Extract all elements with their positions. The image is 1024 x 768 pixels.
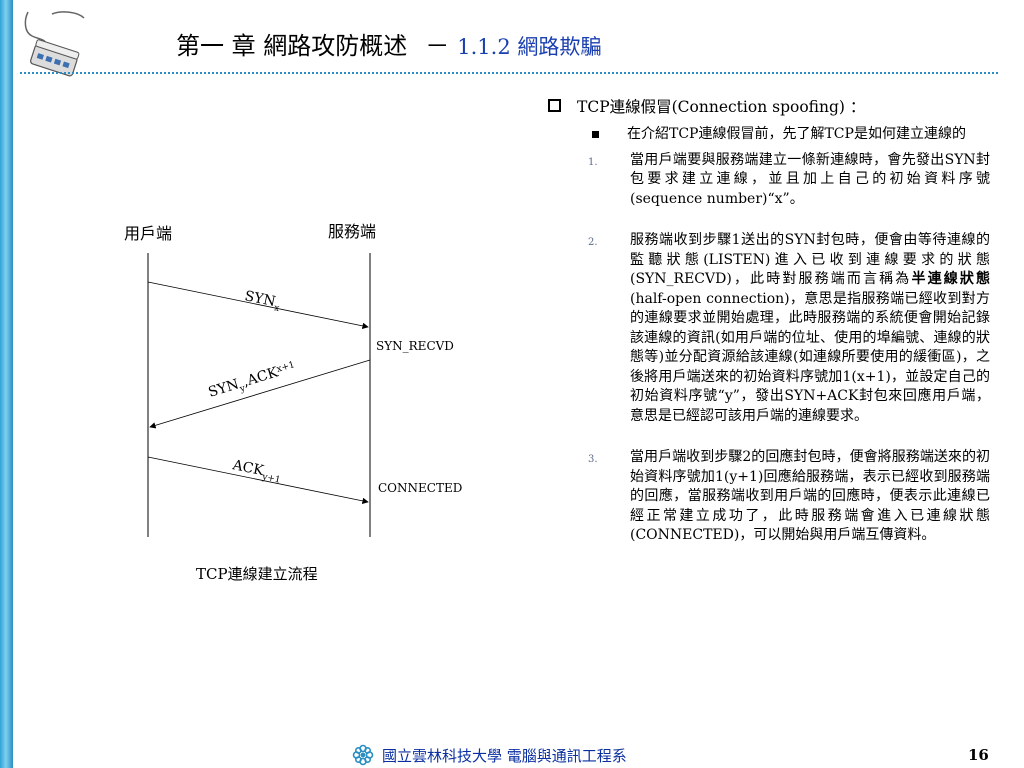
title-separator: － — [425, 32, 450, 60]
ack-label: ACKy+1 — [230, 457, 283, 486]
svg-text:SYNx: SYNx — [243, 288, 282, 314]
syn-ack-arrow — [149, 359, 371, 429]
step-text: 當用戶端要與服務端建立一條新連線時，會先發出SYN封包要求建立連線，並且加上自己… — [630, 151, 990, 207]
slide-title: 第一 章 網路攻防概述 － 1.1.2 網路欺騙 — [176, 26, 601, 61]
content-panel: TCP連線假冒(Connection spoofing) ： 在介紹TCP連線假… — [548, 95, 990, 546]
syn-arrow — [147, 281, 369, 330]
header-divider — [20, 72, 998, 74]
main-heading: TCP連線假冒(Connection spoofing) ： — [577, 98, 866, 116]
intro-bullet: 在介紹TCP連線假冒前，先了解TCP是如何建立連線的 — [592, 125, 990, 145]
square-bullet-icon — [548, 99, 561, 112]
page-number: 16 — [968, 746, 989, 764]
syn-ack-label: SYNy,ACKx+1 — [206, 359, 298, 404]
connected-state: CONNECTED — [378, 481, 462, 495]
filled-square-bullet-icon — [592, 131, 599, 138]
intro-text: 在介紹TCP連線假冒前，先了解TCP是如何建立連線的 — [627, 126, 966, 142]
step-number: 3. — [588, 454, 598, 465]
client-label: 用戶端 — [124, 224, 172, 243]
university-logo-icon — [352, 744, 374, 766]
svg-text:SYNy,ACKx+1: SYNy,ACKx+1 — [206, 359, 298, 404]
chapter-title: 第一 章 網路攻防概述 — [176, 32, 408, 60]
left-decorative-bar — [0, 0, 13, 768]
half-open-term: 半連線狀態 — [911, 271, 990, 287]
tcp-handshake-diagram: 用戶端 服務端 SYNx SYNy,ACKx+1 ACKy+1 SYN_RECV… — [124, 222, 462, 537]
institution-name: 國立雲林科技大學 電腦與通訊工程系 — [382, 746, 627, 765]
server-label: 服務端 — [328, 222, 376, 241]
step-number: 2. — [588, 237, 598, 248]
section-subtitle: 1.1.2 網路欺騙 — [457, 35, 602, 59]
svg-text:ACKy+1: ACKy+1 — [230, 457, 283, 486]
syn-label: SYNx — [243, 288, 282, 314]
step-text: 當用戶端收到步驟2的回應封包時，便會將服務端送來的初始資料序號加1(y+1)回應… — [630, 449, 990, 543]
ack-arrow — [147, 456, 369, 505]
step-item-1: 1. 當用戶端要與服務端建立一條新連線時，會先發出SYN封包要求建立連線，並且加… — [588, 151, 990, 210]
network-hub-icon — [24, 11, 85, 77]
diagram-caption: TCP連線建立流程 — [196, 565, 318, 583]
main-bullet: TCP連線假冒(Connection spoofing) ： — [548, 95, 990, 117]
step-text: 服務端收到步驟1送出的SYN封包時，便會由等待連線的監聽狀態(LISTEN)進入… — [630, 232, 990, 424]
step-item-2: 2. 服務端收到步驟1送出的SYN封包時，便會由等待連線的監聽狀態(LISTEN… — [588, 231, 990, 426]
step-number: 1. — [588, 156, 598, 168]
footer: 國立雲林科技大學 電腦與通訊工程系 — [352, 744, 627, 766]
step-item-3: 3. 當用戶端收到步驟2的回應封包時，便會將服務端送來的初始資料序號加1(y+1… — [588, 448, 990, 546]
syn-recvd-state: SYN_RECVD — [376, 339, 454, 353]
